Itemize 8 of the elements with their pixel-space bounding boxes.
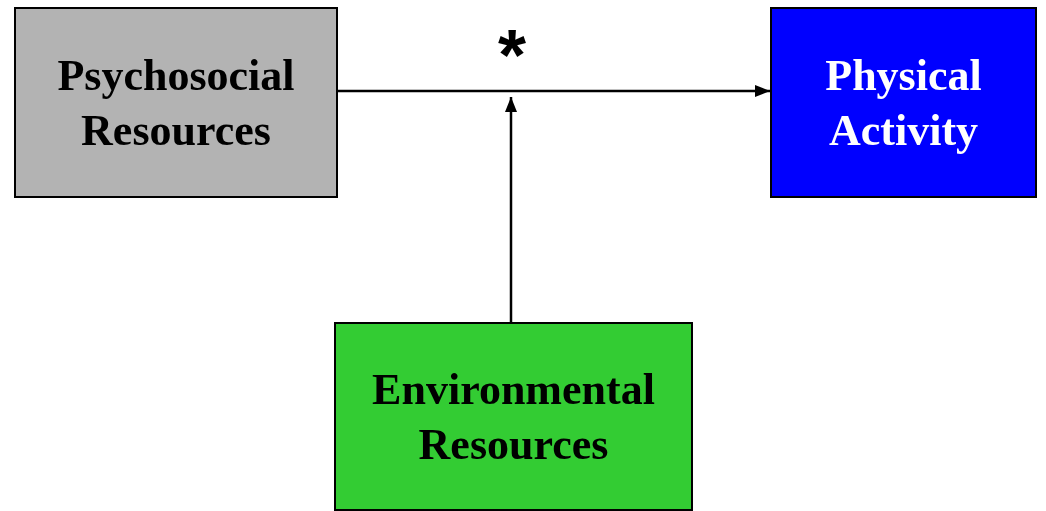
process-box — [334, 322, 693, 511]
arrow — [338, 85, 770, 97]
process-box — [770, 7, 1037, 198]
box-label: Environmental Resources — [371, 363, 656, 471]
box-label: Psychosocial Resources — [56, 49, 296, 157]
arrow — [505, 97, 517, 322]
box-label: Physical Activity — [824, 49, 983, 157]
process-box — [14, 7, 338, 198]
